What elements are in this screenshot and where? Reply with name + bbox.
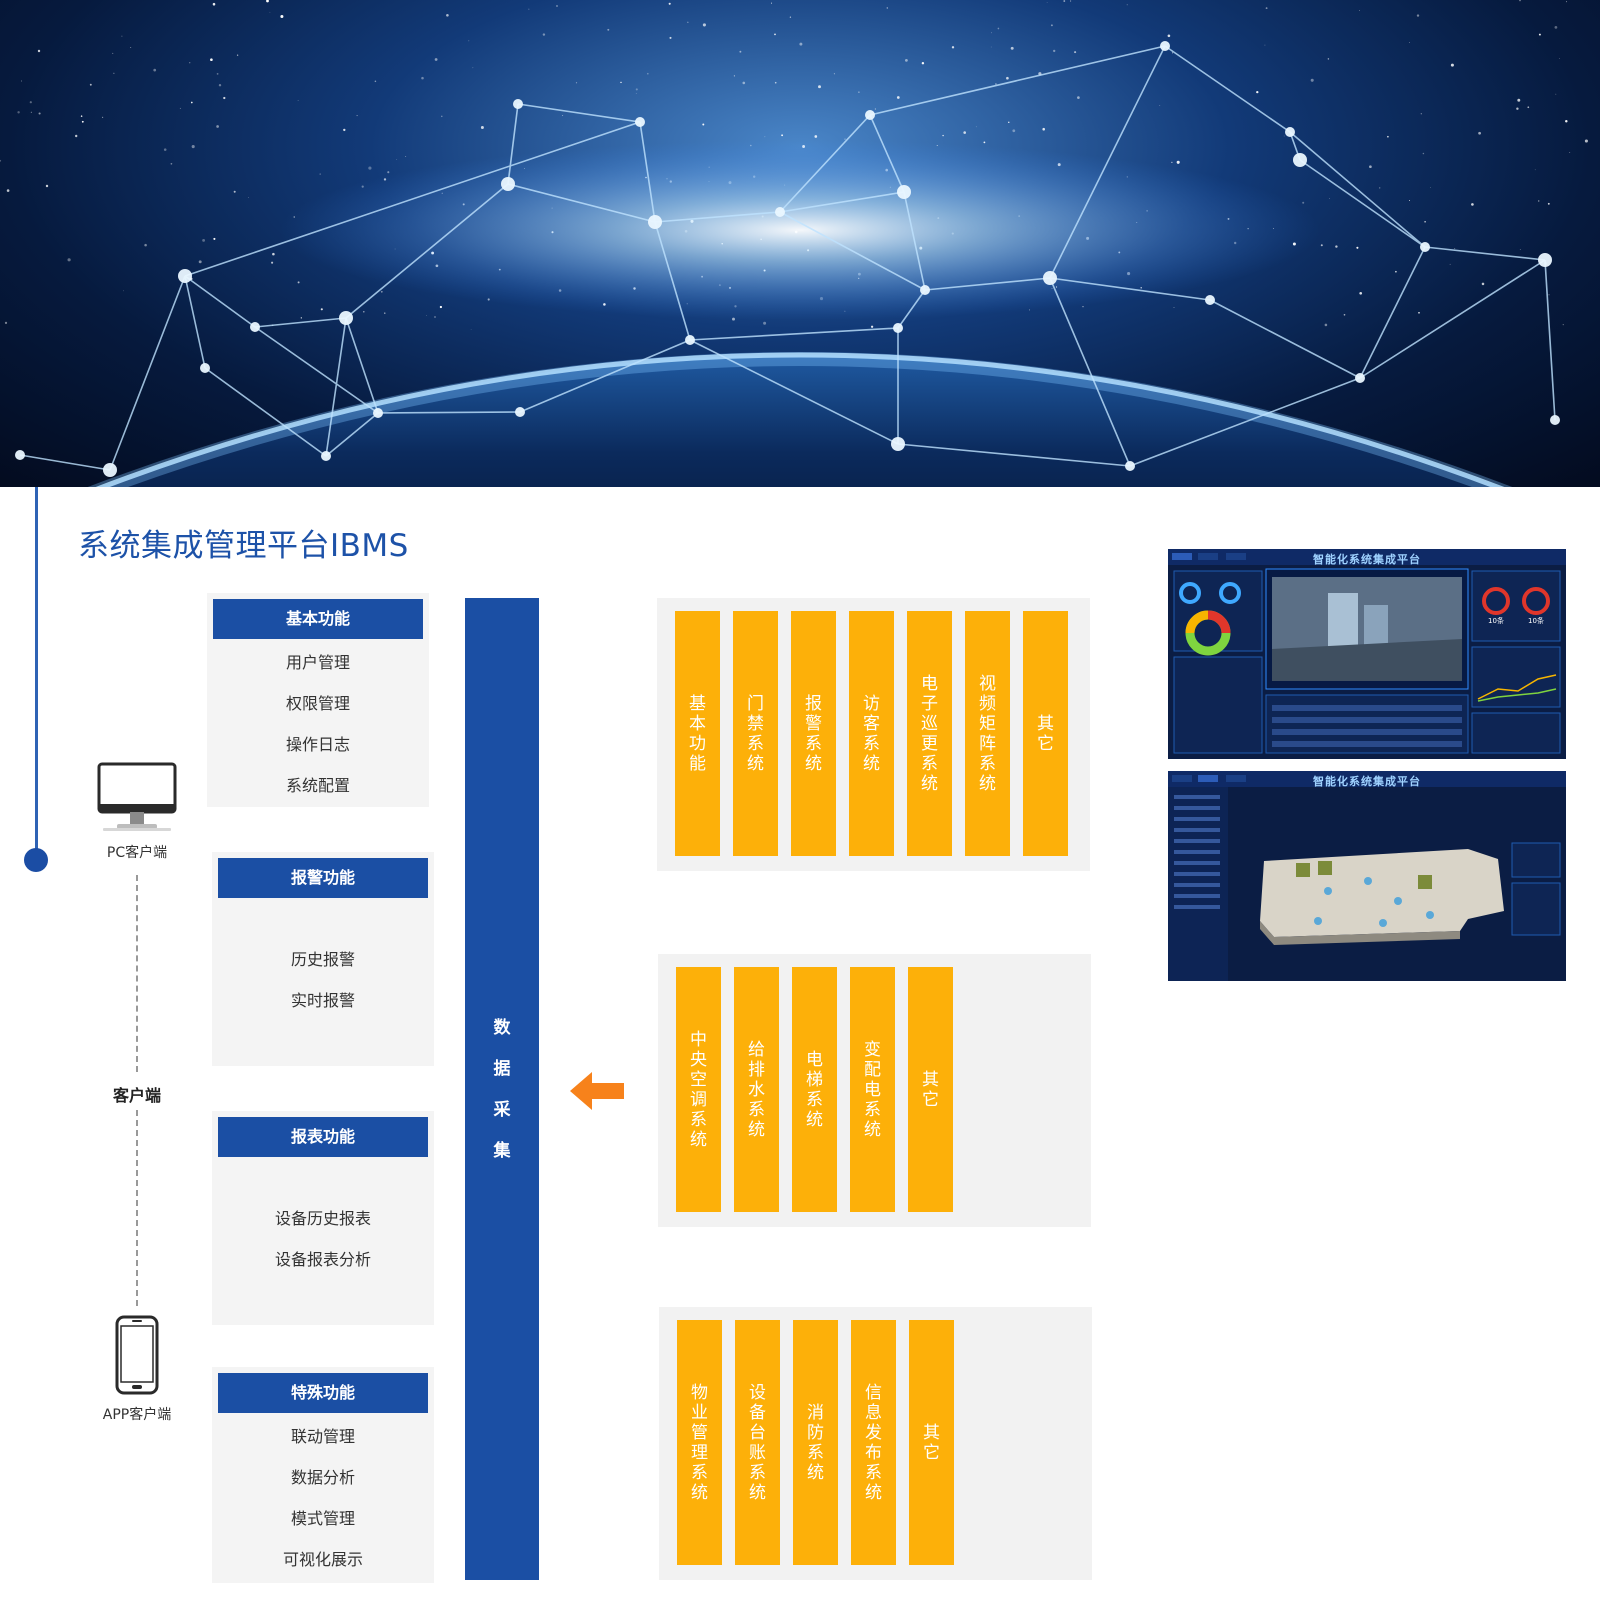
function-item: 联动管理 <box>290 1427 355 1446</box>
subsystem-group-1: 基本功能 门禁系统 报警系统 访客系统 电子巡更系统 视频矩阵系统 其它 <box>657 598 1090 871</box>
subsystem-group-2: 中央空调系统 给排水系统 电梯系统 变配电系统 其它 <box>658 954 1091 1227</box>
subsystem-label: 基本功能 <box>689 693 706 774</box>
subsystem-label: 其它 <box>922 1069 939 1110</box>
subsystem-bar: 其它 <box>1023 611 1068 856</box>
function-item: 模式管理 <box>290 1509 355 1528</box>
subsystem-label: 中央空调系统 <box>690 1029 707 1150</box>
panel-report-functions: 报表功能 设备历史报表 设备报表分析 <box>212 1111 434 1325</box>
floorplan-graphic <box>1168 771 1566 981</box>
hero-banner <box>0 0 1600 487</box>
dashed-connector-bottom <box>136 1110 138 1306</box>
subsystem-label: 其它 <box>1037 713 1054 754</box>
subsystem-bar: 报警系统 <box>791 611 836 856</box>
subsystem-bar: 物业管理系统 <box>677 1320 722 1565</box>
subsystem-label: 物业管理系统 <box>691 1382 708 1503</box>
function-item: 数据分析 <box>290 1468 355 1487</box>
arrow-left-icon <box>570 1072 624 1110</box>
mobile-phone-icon <box>115 1315 159 1395</box>
panel-header: 基本功能 <box>213 599 423 639</box>
subsystem-label: 报警系统 <box>805 693 822 774</box>
pc-client-label: PC客户端 <box>106 845 168 861</box>
function-item: 可视化展示 <box>282 1550 363 1569</box>
function-item: 历史报警 <box>290 950 355 969</box>
function-item: 权限管理 <box>285 694 350 713</box>
pc-monitor-icon <box>97 762 177 831</box>
subsystem-bar: 其它 <box>909 1320 954 1565</box>
function-item: 操作日志 <box>285 735 350 754</box>
subsystem-label: 访客系统 <box>863 693 880 774</box>
subsystem-bar: 门禁系统 <box>733 611 778 856</box>
data-collection-bar: 数据采集 <box>465 598 539 1580</box>
subsystem-bar: 给排水系统 <box>734 967 779 1212</box>
subsystem-bar: 访客系统 <box>849 611 894 856</box>
subsystem-label: 电子巡更系统 <box>921 673 938 794</box>
subsystem-bar: 基本功能 <box>675 611 720 856</box>
function-item: 系统配置 <box>285 776 350 795</box>
panel-special-functions: 特殊功能 联动管理 数据分析 模式管理 可视化展示 <box>212 1367 434 1583</box>
client-label: 客户端 <box>112 1086 161 1105</box>
subsystem-label: 视频矩阵系统 <box>979 673 996 794</box>
panel-header: 特殊功能 <box>218 1373 428 1413</box>
earth-network-graphic <box>0 0 1588 487</box>
screenshot-title: 智能化系统集成平台 <box>1313 553 1421 566</box>
subsystem-bar: 电梯系统 <box>792 967 837 1212</box>
alarm-count-1: 10条 <box>1488 616 1504 625</box>
subsystem-bar: 其它 <box>908 967 953 1212</box>
subsystem-label: 变配电系统 <box>864 1039 881 1140</box>
panel-alarm-functions: 报警功能 历史报警 实时报警 <box>212 852 434 1066</box>
function-item: 设备历史报表 <box>274 1209 371 1228</box>
subsystem-bar: 中央空调系统 <box>676 967 721 1212</box>
subsystem-bar: 消防系统 <box>793 1320 838 1565</box>
page-title: 系统集成管理平台IBMS <box>78 528 409 564</box>
panel-header: 报警功能 <box>218 858 428 898</box>
subsystem-label: 消防系统 <box>807 1402 824 1483</box>
timeline-dot <box>24 848 48 872</box>
function-item: 实时报警 <box>290 991 355 1010</box>
subsystem-label: 其它 <box>923 1422 940 1463</box>
data-collection-label: 数据采集 <box>493 1018 511 1161</box>
subsystem-bar: 变配电系统 <box>850 967 895 1212</box>
dashboard-graphic: 10条 10条 <box>1168 549 1566 754</box>
subsystem-bar: 电子巡更系统 <box>907 611 952 856</box>
timeline-line <box>35 487 38 849</box>
function-item: 设备报表分析 <box>274 1250 371 1269</box>
subsystem-label: 信息发布系统 <box>865 1382 882 1503</box>
panel-basic-functions: 基本功能 用户管理 权限管理 操作日志 系统配置 <box>207 593 429 807</box>
subsystem-bar: 视频矩阵系统 <box>965 611 1010 856</box>
floorplan-screenshot: 智能化系统集成平台 <box>1168 771 1566 981</box>
subsystem-bar: 设备台账系统 <box>735 1320 780 1565</box>
subsystem-label: 给排水系统 <box>748 1039 765 1140</box>
subsystem-bar: 信息发布系统 <box>851 1320 896 1565</box>
screenshot-title: 智能化系统集成平台 <box>1313 775 1421 788</box>
subsystem-label: 电梯系统 <box>806 1049 823 1130</box>
dashed-connector-top <box>136 875 138 1072</box>
alarm-count-2: 10条 <box>1528 616 1544 625</box>
subsystem-group-3: 物业管理系统 设备台账系统 消防系统 信息发布系统 其它 <box>659 1307 1092 1580</box>
panel-header: 报表功能 <box>218 1117 428 1157</box>
function-item: 用户管理 <box>285 653 350 672</box>
subsystem-label: 门禁系统 <box>747 693 764 774</box>
subsystem-label: 设备台账系统 <box>749 1382 766 1503</box>
dashboard-screenshot: 10条 10条 智能化系统集成平台 <box>1168 549 1566 759</box>
app-client-label: APP客户端 <box>102 1407 172 1423</box>
